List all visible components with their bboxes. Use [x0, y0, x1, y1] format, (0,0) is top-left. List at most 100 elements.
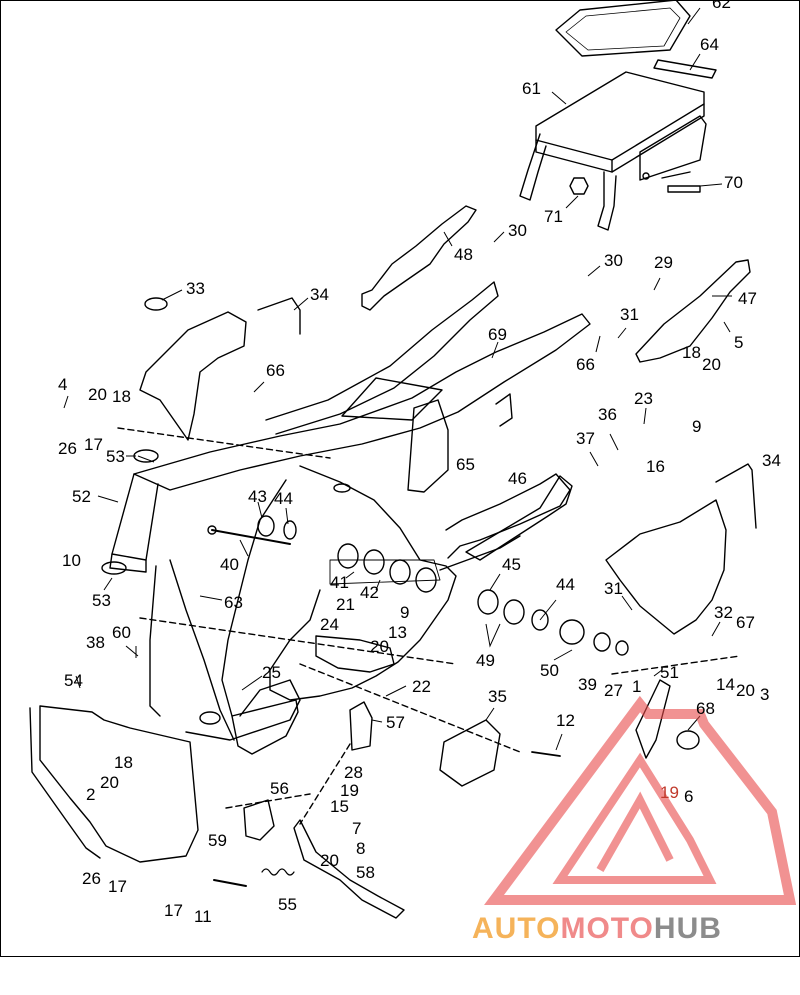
callout-20-e: 20: [100, 773, 119, 792]
callout-55: 55: [278, 895, 297, 914]
callout-59: 59: [208, 831, 227, 850]
callout-20-a: 20: [702, 355, 721, 374]
side-cover-right-part: [605, 499, 727, 635]
callout-57: 57: [386, 713, 405, 732]
watermark-wordmark: AUTOMOTOHUB: [472, 912, 722, 946]
callout-31-a: 31: [620, 305, 639, 324]
callout-32: 32: [714, 603, 733, 622]
callout-1: 1: [632, 677, 642, 696]
callout-46: 46: [508, 469, 527, 488]
callout-45: 45: [502, 555, 521, 574]
callout-43: 43: [248, 487, 267, 506]
callout-30-a: 30: [508, 221, 527, 240]
callout-15: 15: [330, 797, 349, 816]
callout-48: 48: [454, 245, 473, 264]
callout-70: 70: [724, 173, 743, 192]
callout-31-b: 31: [604, 579, 623, 598]
watermark-part-auto: AUTO: [472, 912, 561, 945]
bracket-47-part: [635, 259, 751, 363]
callout-22: 22: [412, 677, 431, 696]
deflector-left-part: [139, 311, 247, 441]
callout-20-d: 20: [736, 681, 755, 700]
callout-8: 8: [356, 839, 366, 858]
callout-52: 52: [72, 487, 91, 506]
callout-20-c: 20: [370, 637, 389, 656]
callout-69: 69: [488, 325, 507, 344]
strip-part: [653, 59, 717, 79]
callout-11: 11: [194, 907, 212, 926]
callout-28: 28: [344, 763, 363, 782]
watermark-part-moto: MOTO: [560, 912, 654, 945]
callout-17-c: 17: [164, 901, 183, 920]
callout-33: 33: [186, 279, 205, 298]
battery-tray-part: [535, 71, 705, 161]
callout-64: 64: [700, 35, 719, 54]
callout-19-b: 19: [660, 783, 679, 802]
callout-17-a: 17: [84, 435, 103, 454]
callout-18-a: 18: [682, 343, 701, 362]
callout-53-b: 53: [92, 591, 111, 610]
callout-54: 54: [64, 671, 83, 690]
callout-27: 27: [604, 681, 623, 700]
callout-44-a: 44: [274, 489, 293, 508]
callout-71: 71: [544, 207, 563, 226]
leader-lines: [63, 7, 732, 751]
callout-5: 5: [734, 333, 744, 352]
callout-30-b: 30: [604, 251, 623, 270]
callout-18-c: 18: [114, 753, 133, 772]
callout-67: 67: [736, 613, 755, 632]
callout-51: 51: [660, 663, 679, 682]
callout-23: 23: [634, 389, 653, 408]
callout-47: 47: [738, 289, 757, 308]
callout-20-b: 20: [88, 385, 107, 404]
callout-16: 16: [646, 457, 665, 476]
engine-guard-part: [39, 705, 199, 863]
main-frame-part: [133, 313, 591, 491]
callout-53-a: 53: [106, 447, 125, 466]
callout-62: 62: [712, 0, 731, 12]
callout-35: 35: [488, 687, 507, 706]
callout-38: 38: [86, 633, 105, 652]
callout-19-a: 19: [340, 781, 359, 800]
brake-pedal-part: [293, 819, 405, 919]
callout-66-a: 66: [576, 355, 595, 374]
callout-36: 36: [598, 405, 617, 424]
callout-4: 4: [58, 375, 68, 394]
callout-25: 25: [262, 663, 281, 682]
callout-13: 13: [388, 623, 407, 642]
callout-60: 60: [112, 623, 131, 642]
watermark-logo-icon: [484, 695, 797, 905]
callout-9-a: 9: [692, 417, 702, 436]
seat-gasket-part: [555, 0, 691, 57]
callout-18-b: 18: [112, 387, 131, 406]
callout-3: 3: [760, 685, 770, 704]
callout-56: 56: [270, 779, 289, 798]
callout-58: 58: [356, 863, 375, 882]
callout-66-b: 66: [266, 361, 285, 380]
callout-61: 61: [522, 79, 541, 98]
callout-34-b: 34: [762, 451, 781, 470]
callout-10: 10: [62, 551, 81, 570]
callout-37: 37: [576, 429, 595, 448]
callout-7: 7: [352, 819, 362, 838]
callout-26-b: 26: [82, 869, 101, 888]
callout-9-b: 9: [400, 603, 410, 622]
callout-20-f: 20: [320, 851, 339, 870]
callout-65: 65: [456, 455, 475, 474]
callout-42: 42: [360, 583, 379, 602]
callout-41: 41: [330, 573, 349, 592]
watermark-part-hub: HUB: [653, 912, 722, 945]
callout-26-a: 26: [58, 439, 77, 458]
callout-39: 39: [578, 675, 597, 694]
callout-12: 12: [556, 711, 575, 730]
bracket-48-part: [361, 205, 477, 311]
callout-34-a: 34: [310, 285, 329, 304]
callout-29: 29: [654, 253, 673, 272]
callout-44-b: 44: [556, 575, 575, 594]
callout-24: 24: [320, 615, 339, 634]
callout-14: 14: [716, 675, 735, 694]
callout-40: 40: [220, 555, 239, 574]
callout-2: 2: [86, 785, 96, 804]
callout-63: 63: [224, 593, 243, 612]
